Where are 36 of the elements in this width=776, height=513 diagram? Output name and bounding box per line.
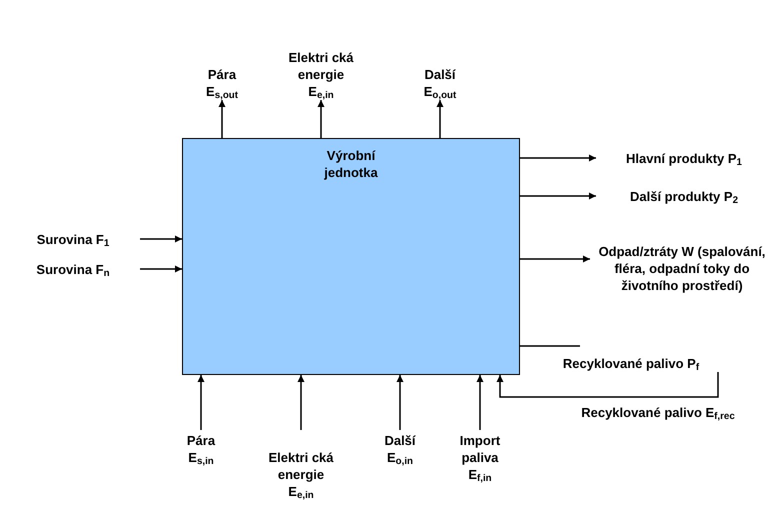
- flow-label: Elektri cká energie: [287, 49, 355, 83]
- flow-label: Pára: [186, 432, 216, 449]
- flow-label: E$_{e,in}$: [308, 83, 334, 100]
- flow-label: Surovina F$_{1}$: [36, 231, 110, 248]
- flow-label: E$_{o,in}$: [386, 449, 413, 466]
- flow-label: E$_{e,in}$: [288, 483, 314, 500]
- flow-label: Surovina F$_{n}$: [36, 261, 110, 278]
- arrow: [396, 375, 404, 430]
- arrow: [198, 375, 204, 430]
- flow-label: E$_{s,in}$: [188, 449, 214, 466]
- flow-label: Hlavní produkty P$_{1}$: [626, 150, 742, 167]
- flow-label: Odpad/ztráty W (spalování, fléra, odpadní toky do životního prostředí): [598, 243, 766, 294]
- arrow: [140, 266, 182, 272]
- arrow: [436, 100, 444, 138]
- arrow: [520, 192, 596, 200]
- flow-label: Pára: [208, 66, 236, 83]
- arrow: [298, 375, 304, 430]
- flow-label: Další: [384, 432, 416, 449]
- arrow: [476, 375, 484, 430]
- arrow: [218, 100, 226, 138]
- flow-label: E$_{o,out}$: [424, 83, 456, 100]
- flow-label: Import paliva: [458, 432, 502, 466]
- arrow: [140, 236, 182, 242]
- connector-line: [520, 345, 580, 347]
- flow-label: Další produkty P$_{2}$: [630, 188, 738, 205]
- arrow: [520, 154, 596, 162]
- flow-label: E$_{f,in}$: [468, 466, 492, 483]
- arrow: [520, 256, 590, 262]
- process-box: [182, 138, 520, 375]
- box-title: Výrobní jednotka: [323, 147, 379, 181]
- flow-label: Elektri cká energie: [267, 449, 335, 483]
- flow-label: E$_{s,out}$: [206, 83, 238, 100]
- arrow: [496, 372, 719, 398]
- arrow: [318, 100, 324, 138]
- flow-label: Recyklované palivo P$_{f}$: [562, 355, 700, 372]
- flow-label: Další: [424, 66, 456, 83]
